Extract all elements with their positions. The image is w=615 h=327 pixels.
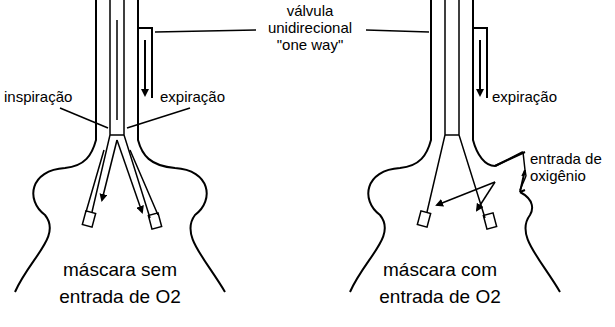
inlet-label: entrada de oxigênio <box>530 150 610 184</box>
flow-label: expiração <box>492 88 557 105</box>
valve-label: válvula unidirecional "one way" <box>255 2 365 53</box>
mask-caption: máscara sem entrada de O2 <box>30 256 210 310</box>
mask-caption: máscara com entrada de O2 <box>350 256 530 310</box>
flow-label: inspiração <box>4 88 72 105</box>
flow-label: expiração <box>160 88 225 105</box>
